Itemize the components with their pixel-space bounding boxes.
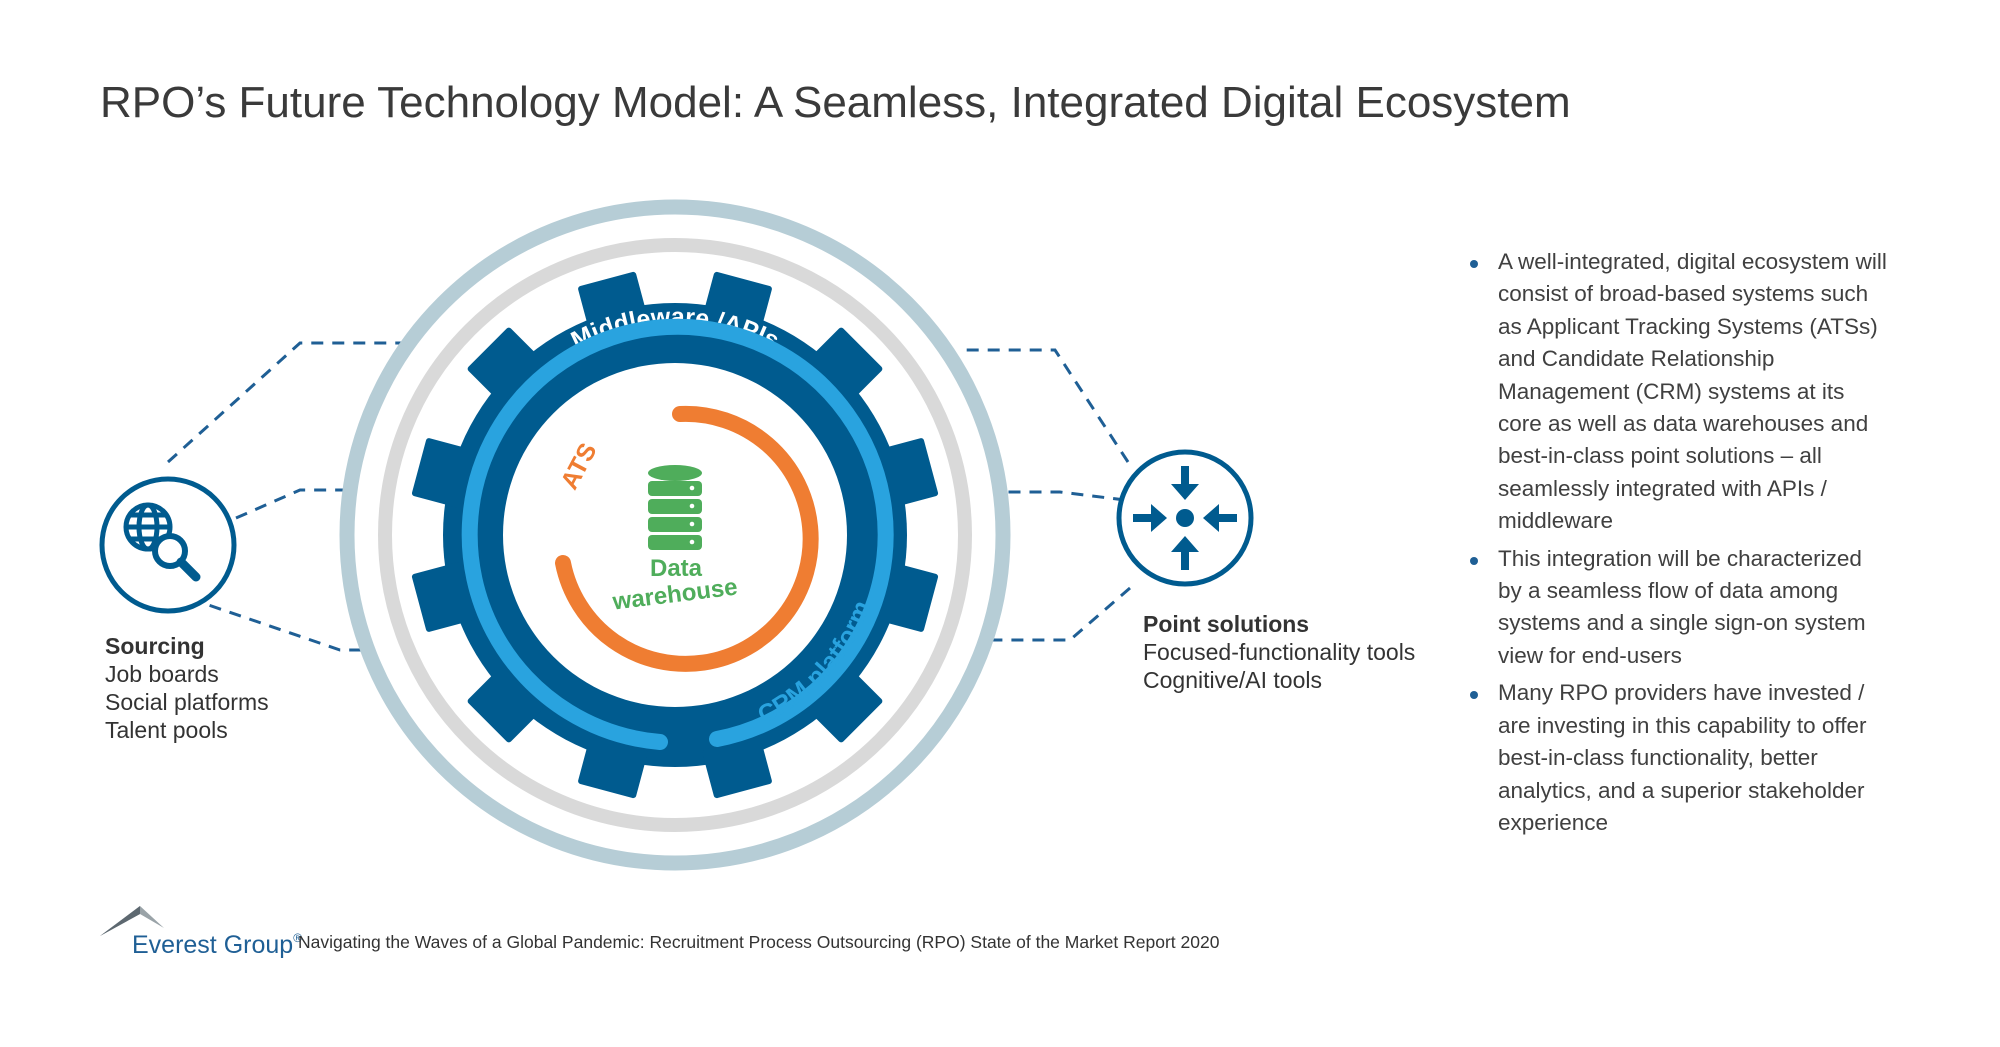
sourcing-search-icon [99,476,237,614]
sourcing-block: Sourcing Job boards Social platforms Tal… [105,632,269,744]
point-solutions-item: Cognitive/AI tools [1143,667,1322,693]
gear-tooth [702,271,772,335]
connector-sourcing-bottom [149,583,440,652]
page-title: RPO’s Future Technology Model: A Seamles… [100,78,1571,127]
connector-sourcing-top [166,341,410,464]
sourcing-item: Social platforms [105,689,269,715]
bullet-text: This integration will be characterized b… [1498,545,1866,668]
database-icon [648,465,702,550]
key-points-list: A well-integrated, digital ecosystem wil… [1470,246,1890,844]
data-warehouse-label-1: Data [650,555,703,582]
connector-point-bottom [950,586,1131,642]
bullet-item: A well-integrated, digital ecosystem wil… [1470,246,1890,538]
sourcing-item: Job boards [105,661,219,687]
gear-tooth [578,271,648,335]
bullet-item: This integration will be characterized b… [1470,543,1890,673]
everest-group-logo: Everest Group® [132,931,302,960]
gear-tooth [875,562,939,632]
point-solutions-converge-icon [1116,449,1254,587]
gear-tooth [411,438,475,508]
bullet-dot-icon [1470,691,1478,700]
everest-group-logo-icon [100,906,164,936]
gear-tooth [807,327,883,403]
gear-tooth [875,438,939,508]
sourcing-item: Talent pools [105,717,228,743]
gear-tooth [467,667,543,743]
sourcing-heading: Sourcing [105,633,205,659]
connector-point-top [965,348,1130,463]
point-solutions-block: Point solutions Focused-functionality to… [1143,610,1415,694]
bullet-text: Many RPO providers have invested / are i… [1498,680,1867,835]
logo-text: Everest Group [132,931,294,959]
bullet-item: Many RPO providers have invested / are i… [1470,677,1890,839]
point-solutions-item: Focused-functionality tools [1143,639,1416,665]
ats-arc [555,405,819,672]
bullet-dot-icon [1470,260,1478,268]
bullet-dot-icon [1470,556,1478,565]
gear-tooth [411,562,475,632]
registered-mark: ® [293,931,303,945]
gear-tooth [578,735,648,799]
gear-tooth [807,667,883,743]
report-title: Navigating the Waves of a Global Pandemi… [298,932,1220,952]
point-solutions-heading: Point solutions [1143,611,1310,637]
bullet-text: A well-integrated, digital ecosystem wil… [1498,249,1887,534]
crm-platform-arc [461,318,894,750]
gear-tooth [702,735,772,799]
gear-tooth [467,327,543,403]
